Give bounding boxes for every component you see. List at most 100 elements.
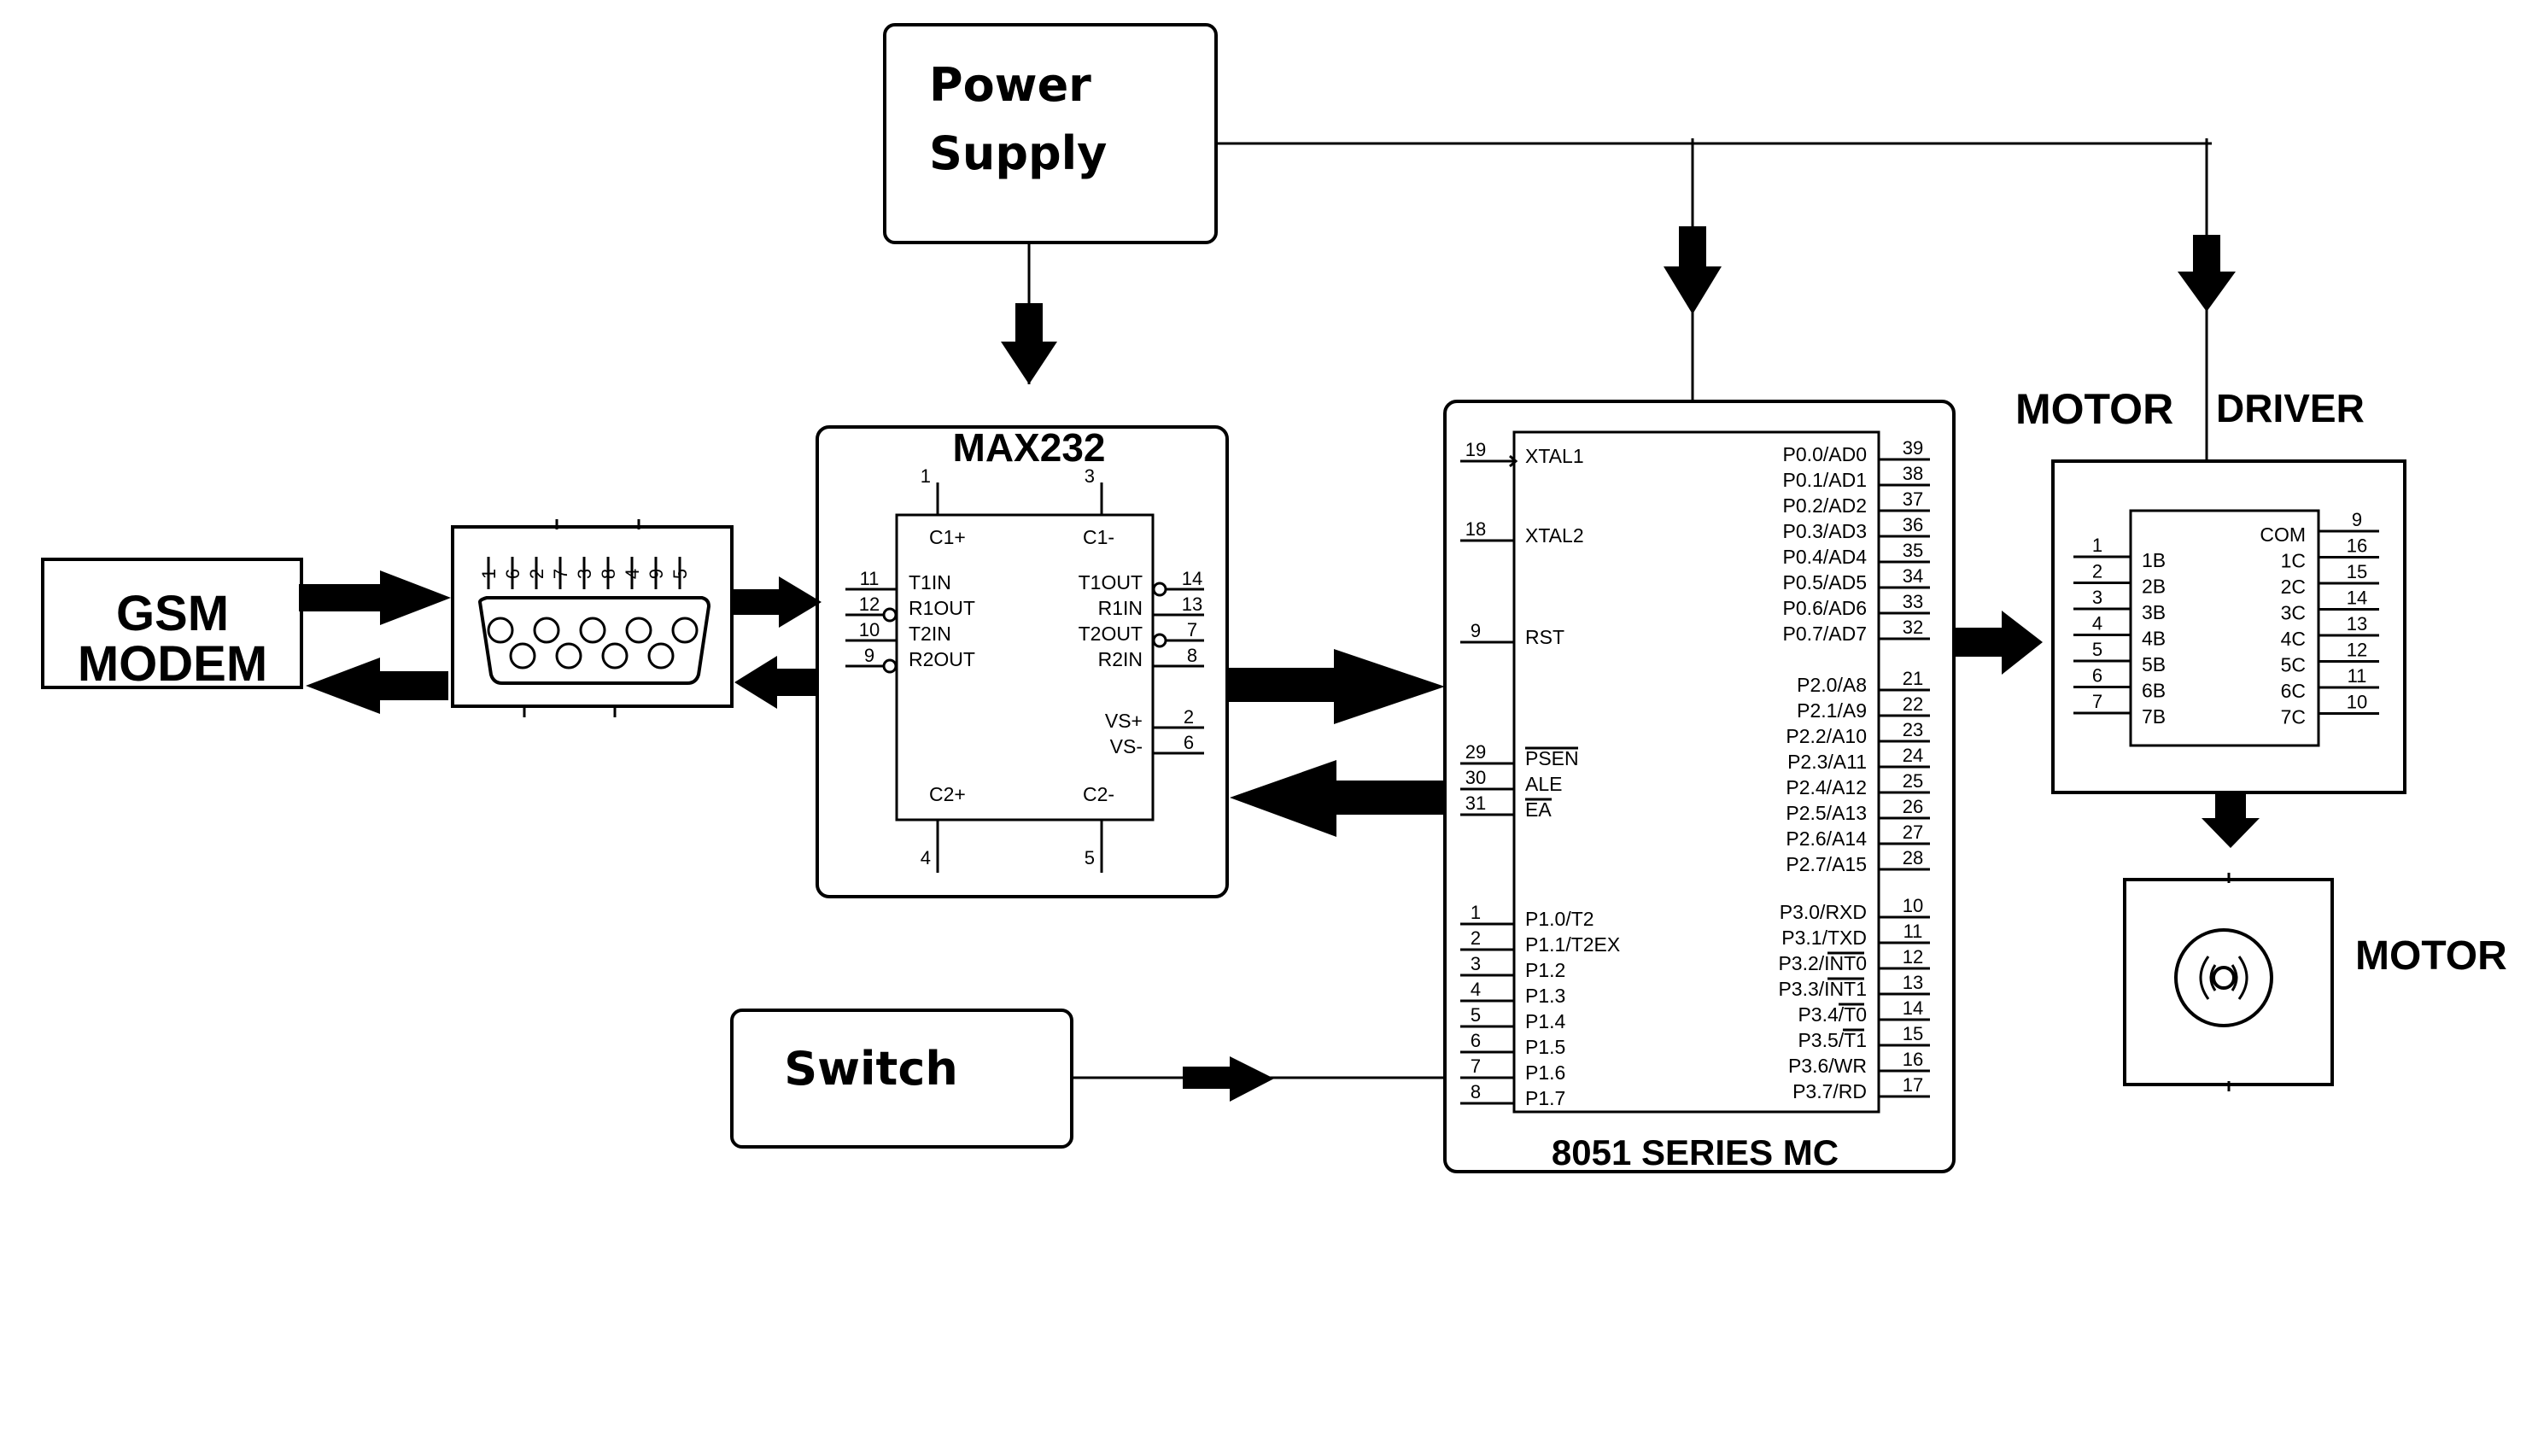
max232-pin-number: 3 <box>1085 465 1095 487</box>
mcu-clock-marker <box>1509 454 1518 468</box>
driver-pin-label: 5C <box>2281 654 2306 676</box>
db9-pin-number: 9 <box>646 569 667 579</box>
arrow-switch-to-mcu <box>1072 1056 1445 1102</box>
max232-pin-label: T2OUT <box>1079 623 1143 645</box>
gsm-modem-label-line1: GSM <box>116 586 229 641</box>
mcu-pin-number: 13 <box>1903 972 1923 993</box>
switch-label: Switch <box>784 1042 958 1096</box>
driver-pin-number: 6 <box>2092 665 2102 687</box>
arrow-power-to-mcu <box>1664 226 1722 314</box>
mcu-pin-label: P3.6/WR <box>1788 1055 1867 1077</box>
arrow-driver-to-motor <box>2202 794 2260 848</box>
driver-pin-number: 5 <box>2092 639 2102 660</box>
power-supply-label-line2: Supply <box>929 126 1107 180</box>
mcu-pin-number: 36 <box>1903 514 1923 535</box>
mcu-pin-label: P1.7 <box>1525 1087 1565 1109</box>
gsm-modem-label-line2: MODEM <box>78 636 267 692</box>
max232-pin-label: T2IN <box>909 623 951 645</box>
driver-pin-label: 6B <box>2142 680 2166 702</box>
mcu-pin-label: P2.1/A9 <box>1797 699 1867 722</box>
max232-pin-number: 11 <box>860 568 880 589</box>
db9-hole <box>647 642 675 670</box>
mcu-pin-number: 22 <box>1903 693 1923 715</box>
mcu-pin-label: P0.5/AD5 <box>1783 571 1867 594</box>
db9-hole <box>601 642 629 670</box>
mcu-pin-label: P1.1/T2EX <box>1525 933 1620 956</box>
mcu-label: 8051 SERIES MC <box>1552 1132 1839 1172</box>
arrow-gsm-to-db9 <box>299 570 451 625</box>
mcu-pin-number: 1 <box>1471 902 1481 923</box>
mcu-pin-label: XTAL1 <box>1525 445 1584 467</box>
driver-pin-label: 2B <box>2142 576 2166 598</box>
mcu-pin-number: 30 <box>1465 767 1486 788</box>
db9-hole <box>487 617 514 644</box>
max232-pin-label: C2- <box>1083 783 1114 805</box>
driver-pin-number: 3 <box>2092 587 2102 608</box>
gsm-modem-block: GSM MODEM <box>41 558 303 692</box>
mcu-pin-label: P2.4/A12 <box>1786 776 1867 798</box>
max232-pin-number: 12 <box>859 594 880 615</box>
mcu-pin-number: 8 <box>1471 1081 1481 1102</box>
max232-pin-label: R1OUT <box>909 597 975 619</box>
mcu-pin-label: P3.2/INT0 <box>1778 952 1867 974</box>
mcu-pin-number: 34 <box>1903 565 1923 587</box>
mcu-pin-number: 4 <box>1471 979 1481 1000</box>
motor-driver-label-word2: DRIVER <box>2216 386 2365 430</box>
mcu-pin-number: 37 <box>1903 488 1923 510</box>
driver-pin-label: 3C <box>2281 602 2306 624</box>
mcu-pin-number: 27 <box>1903 822 1923 843</box>
mcu-pin-label: P2.5/A13 <box>1786 802 1867 824</box>
mcu-pin-label: P2.7/A15 <box>1786 853 1867 875</box>
mcu-pin-number: 19 <box>1465 439 1486 460</box>
max232-pin-number: 6 <box>1184 732 1194 753</box>
driver-pin-number: 11 <box>2348 665 2367 687</box>
max232-inverter-bubble <box>882 607 898 623</box>
driver-pin-number: 14 <box>2347 588 2367 609</box>
max232-pin-number: 10 <box>859 619 880 640</box>
driver-pin-label: 1B <box>2142 549 2166 571</box>
mcu-pin-number: 3 <box>1471 953 1481 974</box>
arrow-mcu-to-max232 <box>1230 760 1446 837</box>
max232-pin-label: T1IN <box>909 571 951 594</box>
mcu-pin-label: P1.6 <box>1525 1061 1565 1084</box>
mcu-pin-label: P3.7/RD <box>1792 1080 1867 1102</box>
mcu-pin-number: 2 <box>1471 927 1481 949</box>
mcu-pin-number: 25 <box>1903 770 1923 792</box>
db9-hole <box>671 617 699 644</box>
db9-hole <box>579 617 606 644</box>
max232-pin-label: VS- <box>1110 735 1143 757</box>
max232-pin-label: VS+ <box>1105 710 1143 732</box>
mcu-pin-number: 11 <box>1903 921 1923 942</box>
db9-pin-number: 3 <box>574 569 595 579</box>
max232-pin-number: 5 <box>1085 847 1095 868</box>
mcu-pin-number: 23 <box>1903 719 1923 740</box>
arrow-mcu-to-driver <box>1954 611 2043 675</box>
driver-pin-label: 3B <box>2142 601 2166 623</box>
mcu-pin-label: PSEN <box>1525 747 1579 769</box>
max232-inverter-bubble <box>882 658 898 674</box>
mcu-pin-number: 31 <box>1465 792 1486 814</box>
mcu-pin-label: P0.2/AD2 <box>1783 494 1867 517</box>
driver-pin-number: 4 <box>2092 613 2102 634</box>
max232-label: MAX232 <box>953 425 1106 470</box>
max232-pin-label: C2+ <box>929 783 966 805</box>
driver-pin-label: 2C <box>2281 576 2306 598</box>
arrow-power-to-driver <box>2178 235 2236 312</box>
mcu-pin-number: 33 <box>1903 591 1923 612</box>
driver-pin-number: 2 <box>2092 561 2102 582</box>
driver-pin-number: 9 <box>2352 509 2362 530</box>
max232-pin-number: 1 <box>921 465 931 487</box>
mcu-pin-number: 28 <box>1903 847 1923 868</box>
motor-driver-label-word1: MOTOR <box>2015 385 2173 433</box>
driver-pin-number: 10 <box>2347 692 2367 713</box>
mcu-pin-label: P1.2 <box>1525 959 1565 981</box>
motor-icon <box>2174 928 2273 1027</box>
mcu-pin-number: 15 <box>1903 1023 1923 1044</box>
max232-pin-label: C1+ <box>929 526 966 548</box>
mcu-pin-label: P1.3 <box>1525 985 1565 1007</box>
db9-hole <box>555 642 582 670</box>
driver-pin-label: 6C <box>2281 680 2306 702</box>
